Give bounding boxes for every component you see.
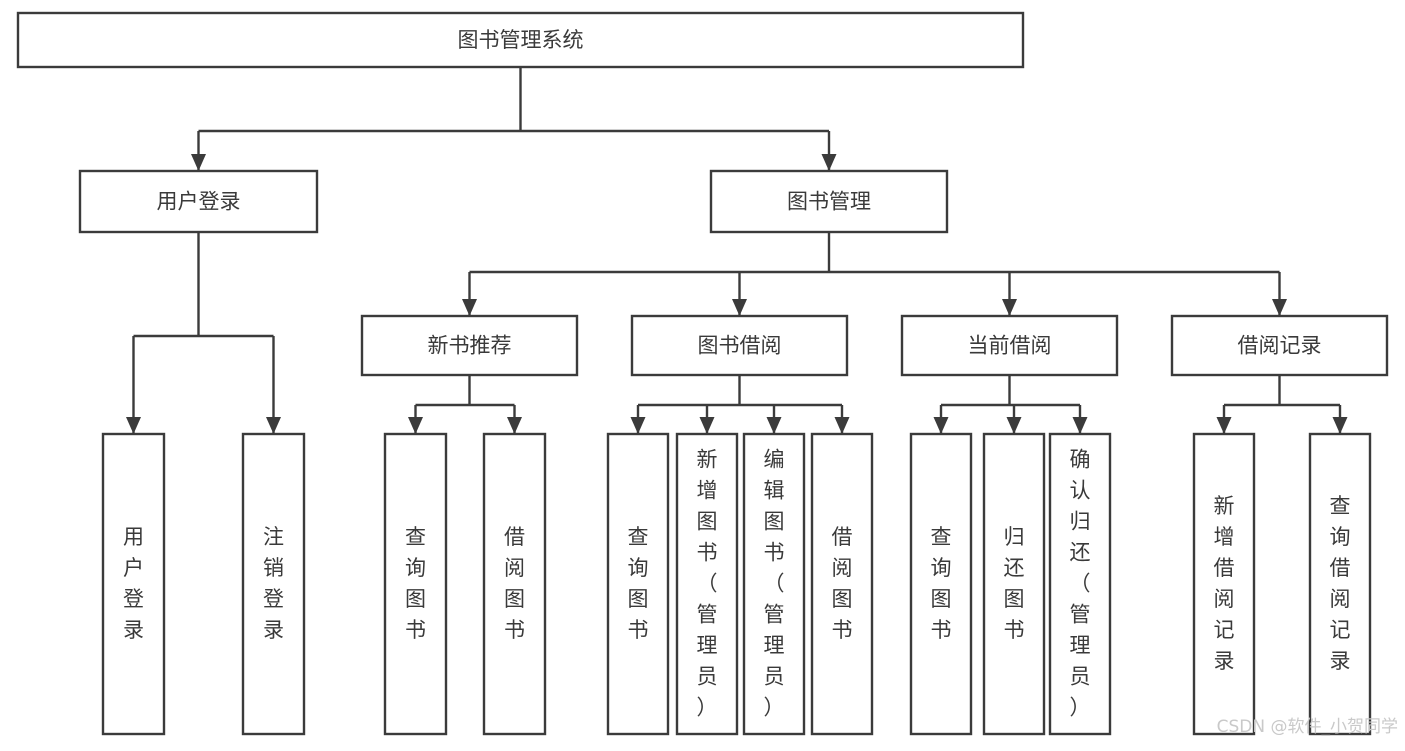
arrow-head [821,154,837,171]
arrow-head [1216,417,1232,434]
node-box-current-borrow [900,314,1119,377]
node-box-leaf-user-login [101,432,166,736]
node-label-leaf-add-book: 新增图书（管理员） [697,448,718,720]
node-box-leaf-logout [241,432,306,736]
node-label-root: 图书管理系统 [458,28,584,52]
node-leaf-query-book-recommend[interactable]: 查询图书 [383,432,448,736]
arrow-head [699,417,715,434]
node-label-leaf-query-book-current: 查询图书 [931,525,952,642]
node-leaf-query-book-borrow[interactable]: 查询图书 [606,432,670,736]
arrow-head [1072,417,1088,434]
node-box-leaf-return-book [982,432,1046,736]
node-leaf-query-book-current[interactable]: 查询图书 [909,432,973,736]
node-user-login[interactable]: 用户登录 [78,169,319,234]
node-box-book-borrow [630,314,849,377]
node-label-leaf-query-book-borrow: 查询图书 [628,525,649,642]
node-leaf-add-borrow-record[interactable]: 新增借阅记录 [1192,432,1256,736]
node-box-leaf-edit-book [742,432,806,736]
csdn-watermark: CSDN @软件_小贺同学 [1217,717,1398,737]
node-leaf-confirm-return[interactable]: 确认归还（管理员） [1048,432,1112,736]
node-label-current-borrow: 当前借阅 [968,334,1052,358]
arrow-head [507,417,522,434]
node-label-leaf-edit-book: 编辑图书（管理员） [764,448,785,720]
node-label-leaf-add-borrow-record: 新增借阅记录 [1214,494,1235,673]
node-leaf-borrow-book-recommend[interactable]: 借阅图书 [482,432,547,736]
connector-group-new-book-recommend [408,375,522,434]
node-box-leaf-borrow-book [810,432,874,736]
node-leaf-edit-book[interactable]: 编辑图书（管理员） [742,432,806,736]
node-leaf-user-login[interactable]: 用户登录 [101,432,166,736]
node-box-leaf-borrow-book-recommend [482,432,547,736]
node-box-user-login [78,169,319,234]
connector-group-current-borrow [933,375,1088,434]
node-leaf-query-borrow-record[interactable]: 查询借阅记录 [1308,432,1372,736]
arrow-head [732,299,747,316]
arrow-head [630,417,646,434]
connector-group-root [191,67,837,171]
node-label-book-management: 图书管理 [787,190,871,214]
node-layer: 图书管理系统用户登录图书管理新书推荐图书借阅当前借阅借阅记录用户登录注销登录查询… [16,11,1389,736]
node-book-borrow[interactable]: 图书借阅 [630,314,849,377]
node-label-leaf-user-login: 用户登录 [123,525,144,642]
arrow-head [408,417,423,434]
node-label-leaf-logout: 注销登录 [263,525,284,642]
arrow-head [1006,417,1022,434]
node-label-user-login: 用户登录 [157,190,241,214]
arrow-head [266,417,281,434]
arrow-head [191,154,206,171]
connector-group-book-management [462,232,1287,316]
arrow-head [126,417,141,434]
node-root[interactable]: 图书管理系统 [16,11,1025,69]
node-book-management[interactable]: 图书管理 [709,169,949,234]
node-label-leaf-return-book: 归还图书 [1004,525,1025,642]
node-current-borrow[interactable]: 当前借阅 [900,314,1119,377]
node-label-leaf-borrow-book: 借阅图书 [832,525,853,642]
node-leaf-return-book[interactable]: 归还图书 [982,432,1046,736]
node-box-new-book-recommend [360,314,579,377]
arrow-head [1272,299,1287,316]
node-label-leaf-query-book-recommend: 查询图书 [405,525,426,642]
connector-group-book-borrow [630,375,850,434]
node-label-book-borrow: 图书借阅 [698,334,782,358]
node-box-leaf-add-book [675,432,739,736]
node-box-leaf-query-borrow-record [1308,432,1372,736]
node-leaf-add-book[interactable]: 新增图书（管理员） [675,432,739,736]
node-leaf-borrow-book[interactable]: 借阅图书 [810,432,874,736]
node-label-leaf-query-borrow-record: 查询借阅记录 [1330,494,1351,673]
node-box-leaf-query-book-current [909,432,973,736]
node-box-leaf-query-book-recommend [383,432,448,736]
arrow-head [1332,417,1348,434]
arrow-head [462,299,477,316]
node-label-borrow-record: 借阅记录 [1238,334,1322,358]
connector-group-user-login [126,232,281,434]
arrow-head [1002,299,1017,316]
node-box-leaf-add-borrow-record [1192,432,1256,736]
connector-group-borrow-record [1216,375,1348,434]
node-borrow-record[interactable]: 借阅记录 [1170,314,1389,377]
node-box-borrow-record [1170,314,1389,377]
node-box-leaf-confirm-return [1048,432,1112,736]
arrow-head [933,417,949,434]
node-leaf-logout[interactable]: 注销登录 [241,432,306,736]
node-label-leaf-confirm-return: 确认归还（管理员） [1070,448,1091,720]
node-new-book-recommend[interactable]: 新书推荐 [360,314,579,377]
node-label-leaf-borrow-book-recommend: 借阅图书 [504,525,525,642]
arrow-head [766,417,782,434]
node-label-new-book-recommend: 新书推荐 [428,334,512,358]
node-box-book-management [709,169,949,234]
arrow-head [834,417,850,434]
node-box-root [16,11,1025,69]
node-box-leaf-query-book-borrow [606,432,670,736]
connector-layer [126,67,1348,434]
